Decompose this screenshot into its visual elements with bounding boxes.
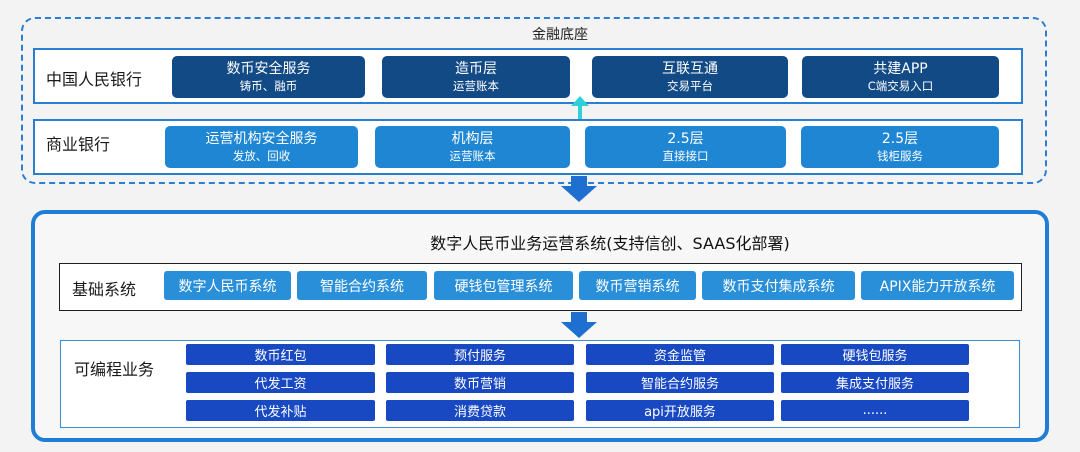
financial-base-container bbox=[21, 17, 1047, 184]
box-title: 运营机构安全服务 bbox=[205, 131, 318, 148]
pboc-box-2: 造币层 运营账本 bbox=[382, 56, 570, 98]
business-item: 硬钱包服务 bbox=[781, 344, 969, 365]
down-arrow-icon bbox=[561, 312, 597, 338]
system-box: 智能合约系统 bbox=[297, 271, 427, 300]
pboc-box-4: 共建APP C端交易入口 bbox=[802, 56, 999, 98]
business-item: ...... bbox=[781, 400, 969, 421]
system-box: 数币营销系统 bbox=[579, 271, 696, 300]
programmable-business-label: 可编程业务 bbox=[74, 360, 155, 379]
system-box: APIX能力开放系统 bbox=[861, 271, 1014, 300]
pboc-box-3: 互联互通 交易平台 bbox=[592, 56, 788, 98]
commercial-label: 商业银行 bbox=[46, 135, 111, 154]
box-title: 互联互通 bbox=[662, 61, 718, 78]
business-item: 代发补贴 bbox=[186, 400, 375, 421]
system-box: 硬钱包管理系统 bbox=[434, 271, 573, 300]
down-arrow-icon bbox=[561, 176, 597, 202]
base-systems-label: 基础系统 bbox=[72, 280, 137, 299]
commercial-box-4: 2.5层 钱柜服务 bbox=[801, 126, 999, 168]
box-subtitle: 钱柜服务 bbox=[877, 148, 923, 163]
box-subtitle: 运营账本 bbox=[453, 78, 499, 93]
business-item: 消费贷款 bbox=[386, 400, 574, 421]
box-subtitle: 铸币、融币 bbox=[239, 78, 298, 93]
business-item: 智能合约服务 bbox=[586, 372, 774, 393]
business-item: 预付服务 bbox=[386, 344, 574, 365]
business-item: api开放服务 bbox=[586, 400, 774, 421]
financial-base-title: 金融底座 bbox=[532, 27, 588, 43]
box-title: 2.5层 bbox=[667, 131, 704, 148]
commercial-box-2: 机构层 运营账本 bbox=[375, 126, 570, 168]
box-subtitle: 直接接口 bbox=[662, 148, 709, 163]
box-title: 数币安全服务 bbox=[226, 61, 311, 78]
commercial-box-3: 2.5层 直接接口 bbox=[585, 126, 786, 168]
business-item: 代发工资 bbox=[186, 372, 375, 393]
box-title: 造币层 bbox=[455, 61, 497, 78]
commercial-box-1: 运营机构安全服务 发放、回收 bbox=[165, 126, 358, 168]
business-item: 集成支付服务 bbox=[781, 372, 969, 393]
box-subtitle: 发放、回收 bbox=[232, 148, 291, 163]
business-item: 数币红包 bbox=[186, 344, 375, 365]
box-subtitle: 运营账本 bbox=[449, 148, 496, 163]
box-subtitle: 交易平台 bbox=[667, 78, 713, 93]
operation-system-title: 数字人民币业务运营系统(支持信创、SAAS化部署) bbox=[430, 234, 790, 253]
business-item: 资金监管 bbox=[586, 344, 774, 365]
box-subtitle: C端交易入口 bbox=[867, 78, 934, 93]
business-item: 数币营销 bbox=[386, 372, 574, 393]
box-title: 共建APP bbox=[873, 61, 928, 78]
box-title: 机构层 bbox=[451, 131, 494, 148]
box-title: 2.5层 bbox=[881, 131, 919, 148]
system-box: 数字人民币系统 bbox=[164, 271, 291, 300]
pboc-label: 中国人民银行 bbox=[46, 70, 143, 89]
system-box: 数币支付集成系统 bbox=[702, 271, 855, 300]
pboc-box-1: 数币安全服务 铸币、融币 bbox=[172, 56, 365, 98]
